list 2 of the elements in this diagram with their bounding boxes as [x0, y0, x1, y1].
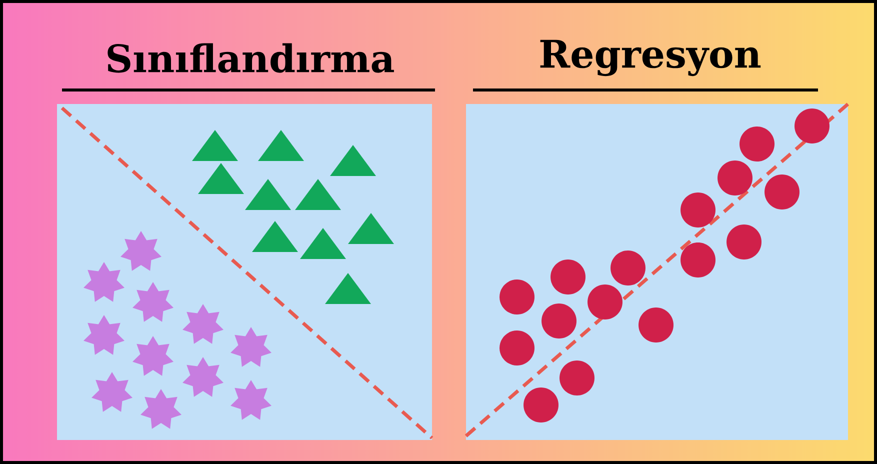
heading: Sınıflandırma [108, 43, 394, 73]
heading: Regresyon [540, 40, 761, 76]
